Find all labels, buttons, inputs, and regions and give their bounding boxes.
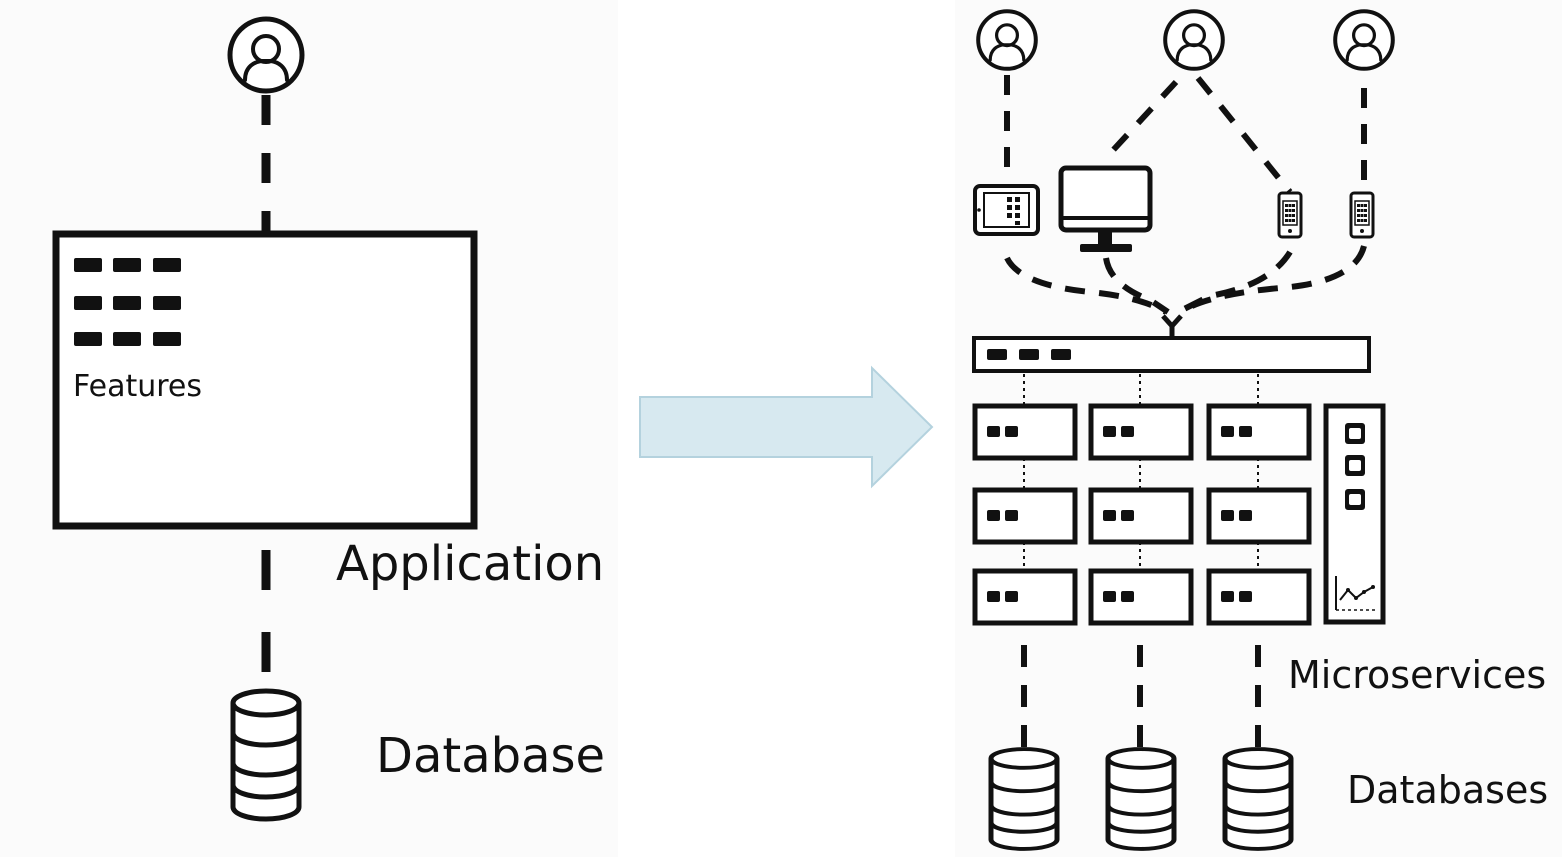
tablet-icon bbox=[973, 184, 1040, 236]
desktop-monitor-icon bbox=[1058, 165, 1153, 252]
api-gateway-bar bbox=[972, 336, 1371, 373]
user-icon bbox=[1335, 11, 1393, 69]
user-icon bbox=[1165, 11, 1223, 69]
user-device-connectors bbox=[1004, 75, 1367, 194]
features-label: Features bbox=[73, 369, 202, 404]
database-label: Database bbox=[376, 728, 605, 784]
arrow-right-icon bbox=[639, 365, 934, 489]
microservice-box bbox=[1091, 406, 1191, 458]
microservice-box bbox=[975, 490, 1075, 542]
application-box bbox=[52, 230, 478, 530]
microservices-label: Microservices bbox=[1288, 653, 1546, 697]
monolith-user-icon bbox=[230, 19, 302, 91]
microservice-box bbox=[1209, 490, 1309, 542]
database-icon bbox=[1108, 749, 1174, 849]
microservice-box bbox=[1091, 571, 1191, 623]
feature-blocks bbox=[74, 258, 181, 346]
smartphone-icon bbox=[1277, 191, 1303, 239]
application-label: Application bbox=[336, 536, 604, 592]
device-gateway-connectors bbox=[1004, 245, 1367, 315]
database-icon bbox=[991, 749, 1057, 849]
service-grid-connectors bbox=[1023, 374, 1259, 570]
database-icon bbox=[233, 691, 299, 819]
smartphone-icon bbox=[1349, 191, 1375, 239]
microservice-box bbox=[1209, 406, 1309, 458]
monitoring-panel bbox=[1323, 403, 1386, 625]
user-icon bbox=[978, 11, 1036, 69]
service-database-connectors bbox=[1021, 645, 1261, 752]
microservice-box bbox=[1091, 490, 1191, 542]
databases-label: Databases bbox=[1347, 768, 1548, 812]
microservice-box bbox=[975, 571, 1075, 623]
microservice-box bbox=[1209, 571, 1309, 623]
line-chart-icon bbox=[1335, 576, 1377, 611]
microservice-box bbox=[975, 406, 1075, 458]
database-icon bbox=[1225, 749, 1291, 849]
